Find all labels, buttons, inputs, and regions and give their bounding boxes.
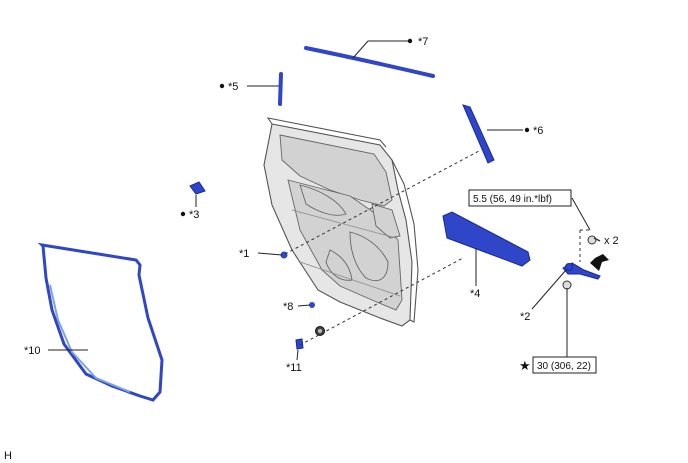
torque-spec-hinge: 5.5 (56, 49 in.*lbf) bbox=[473, 194, 552, 205]
label-part-2: *2 bbox=[520, 311, 530, 323]
label-part-1: *1 bbox=[239, 248, 249, 260]
rear-frame-moulding bbox=[462, 104, 495, 164]
door-panel bbox=[263, 117, 419, 327]
check-bolt-icon bbox=[562, 280, 572, 290]
service-hole-plug bbox=[315, 326, 325, 336]
torque-box-hinge bbox=[468, 189, 572, 207]
door-check-assembly bbox=[562, 262, 601, 280]
front-frame-moulding bbox=[278, 72, 283, 106]
label-part-11: *11 bbox=[286, 362, 302, 374]
label-part-3: *3 bbox=[189, 209, 199, 221]
quantity-label: x 2 bbox=[604, 235, 619, 247]
label-part-4: *4 bbox=[470, 288, 480, 300]
grommet-11 bbox=[295, 338, 304, 350]
label-part-8: *8 bbox=[283, 301, 293, 313]
grommet-8 bbox=[309, 302, 315, 308]
label-part-10: *10 bbox=[24, 345, 41, 357]
corner-code: H bbox=[4, 450, 12, 462]
star-mark-icon: ★ bbox=[519, 358, 531, 373]
label-part-7: *7 bbox=[418, 36, 428, 48]
torque-spec-check: 30 (306, 22) bbox=[537, 361, 591, 372]
torque-box-check bbox=[532, 356, 597, 374]
label-part-5: *5 bbox=[228, 81, 238, 93]
door-weatherstrip bbox=[37, 242, 164, 402]
hinge-bolt-icon bbox=[587, 235, 601, 245]
label-part-6: *6 bbox=[533, 125, 543, 137]
lower-weatherstrip-cover bbox=[442, 211, 531, 267]
install-direction-arrow bbox=[590, 254, 609, 271]
upper-belt-moulding bbox=[304, 46, 435, 78]
small-clip-part bbox=[189, 181, 206, 195]
